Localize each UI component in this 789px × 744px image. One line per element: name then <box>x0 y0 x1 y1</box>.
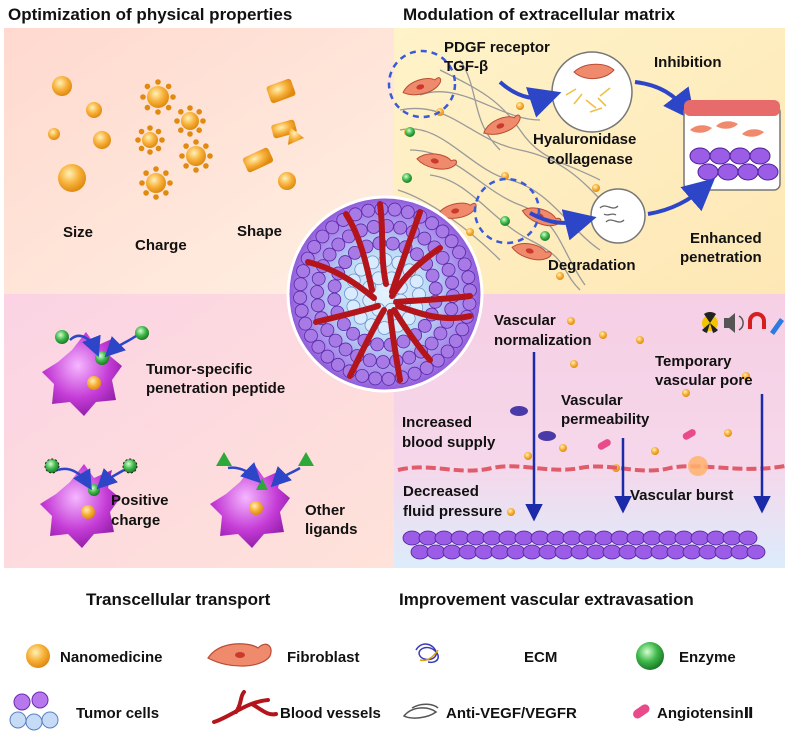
tumor-cell-layer <box>402 530 766 560</box>
hyaluronidase-label: Hyaluronidase <box>533 131 636 148</box>
svg-text:Blood vessels: Blood vessels <box>280 705 381 722</box>
ligands-line1: Other <box>305 502 345 519</box>
degradation-detail-circle <box>590 188 646 244</box>
permeability-line2: permeability <box>561 411 650 428</box>
blood-line2: blood supply <box>402 434 496 451</box>
ligands-line2: ligands <box>305 521 358 538</box>
vascular-burst-glow <box>688 456 708 476</box>
blood-line1: Increased <box>402 414 472 431</box>
svg-text:Nanomedicine: Nanomedicine <box>60 649 163 666</box>
ecm-icon <box>415 643 439 664</box>
normalization-line2: normalization <box>494 332 592 349</box>
legend-angiotensin: AngiotensinⅡ <box>633 704 754 722</box>
angiotensin-capsules <box>597 429 696 450</box>
pore-line1: Temporary <box>655 353 732 370</box>
peptide-cell <box>42 326 149 416</box>
scattered-nanoparticles <box>507 317 750 516</box>
svg-text:Anti-VEGF/VEGFR: Anti-VEGF/VEGFR <box>446 705 577 722</box>
enhanced-label: Enhanced <box>690 230 762 247</box>
legend-anti-vegf: Anti-VEGF/VEGFR <box>402 703 577 722</box>
central-tumor <box>286 195 484 393</box>
shape-particles <box>242 78 304 190</box>
size-particles <box>48 76 111 192</box>
inhibition-label: Inhibition <box>654 54 721 71</box>
penetration-label: penetration <box>680 249 762 266</box>
positive-line1: Positive <box>111 492 169 509</box>
legend-fibroblast: Fibroblast <box>207 643 360 667</box>
angiotensin-icon <box>633 704 650 719</box>
anti-vegf-icon <box>402 703 439 719</box>
legend-tumor-cells: Tumor cells <box>9 691 159 731</box>
legend-enzyme: Enzyme <box>636 642 736 670</box>
degradation-target-circle <box>473 177 541 245</box>
heading-vascular-extravasation: Improvement vascular extravasation <box>399 590 694 609</box>
permeability-line1: Vascular <box>561 392 623 409</box>
collagenase-label: collagenase <box>547 151 633 168</box>
degradation-label: Degradation <box>548 257 636 274</box>
blood-vessels-icon <box>212 690 278 724</box>
pore-line2: vascular pore <box>655 372 753 389</box>
charge-label: Charge <box>135 237 187 254</box>
enzyme-icon <box>636 642 664 670</box>
svg-text:Fibroblast: Fibroblast <box>287 649 360 666</box>
inhibition-arrow <box>498 80 562 118</box>
tgf-beta-label: TGF-β <box>444 58 488 75</box>
down-arrows <box>525 352 771 522</box>
tumor-blood-vessels <box>305 201 473 383</box>
fluid-line1: Decreased <box>403 483 479 500</box>
legend-blood-vessels: Blood vessels <box>212 690 381 724</box>
peptide-line2: penetration peptide <box>146 380 285 397</box>
heading-extracellular-matrix: Modulation of extracellular matrix <box>403 5 676 24</box>
energy-icons <box>702 312 784 335</box>
degradation-arrow <box>529 209 597 241</box>
heading-physical-properties: Optimization of physical properties <box>8 5 292 24</box>
charge-particles <box>135 79 213 200</box>
burst-label: Vascular burst <box>630 487 733 504</box>
legend-nanomedicine: Nanomedicine <box>26 644 163 668</box>
shape-label: Shape <box>237 223 282 240</box>
peptide-line1: Tumor-specific <box>146 361 252 378</box>
size-label: Size <box>63 224 93 241</box>
tumor-tissue-box <box>683 100 781 191</box>
legend: Nanomedicine Fibroblast ECM Enzyme <box>9 642 754 731</box>
pdgf-receptor-label: PDGF receptor <box>444 39 550 56</box>
pdgf-target-circle <box>387 49 457 119</box>
legend-ecm: ECM <box>415 643 557 666</box>
degradation-to-tumor-arrow <box>647 178 716 216</box>
ligand-cell <box>210 452 314 548</box>
positive-charge-cell <box>40 458 138 548</box>
inhibition-detail <box>565 87 611 113</box>
svg-text:Tumor cells: Tumor cells <box>76 705 159 722</box>
svg-text:AngiotensinⅡ: AngiotensinⅡ <box>657 705 754 722</box>
fluid-line2: fluid pressure <box>403 503 502 520</box>
ecm-blobs <box>510 406 556 441</box>
positive-line2: charge <box>111 512 160 529</box>
degradation-detail <box>599 205 625 223</box>
nanomedicine-icon <box>26 644 50 668</box>
svg-text:ECM: ECM <box>524 649 557 666</box>
svg-text:Enzyme: Enzyme <box>679 649 736 666</box>
heading-transcellular-transport: Transcellular transport <box>86 590 271 609</box>
tumor-cells-icon <box>9 691 59 731</box>
normalization-line1: Vascular <box>494 312 556 329</box>
